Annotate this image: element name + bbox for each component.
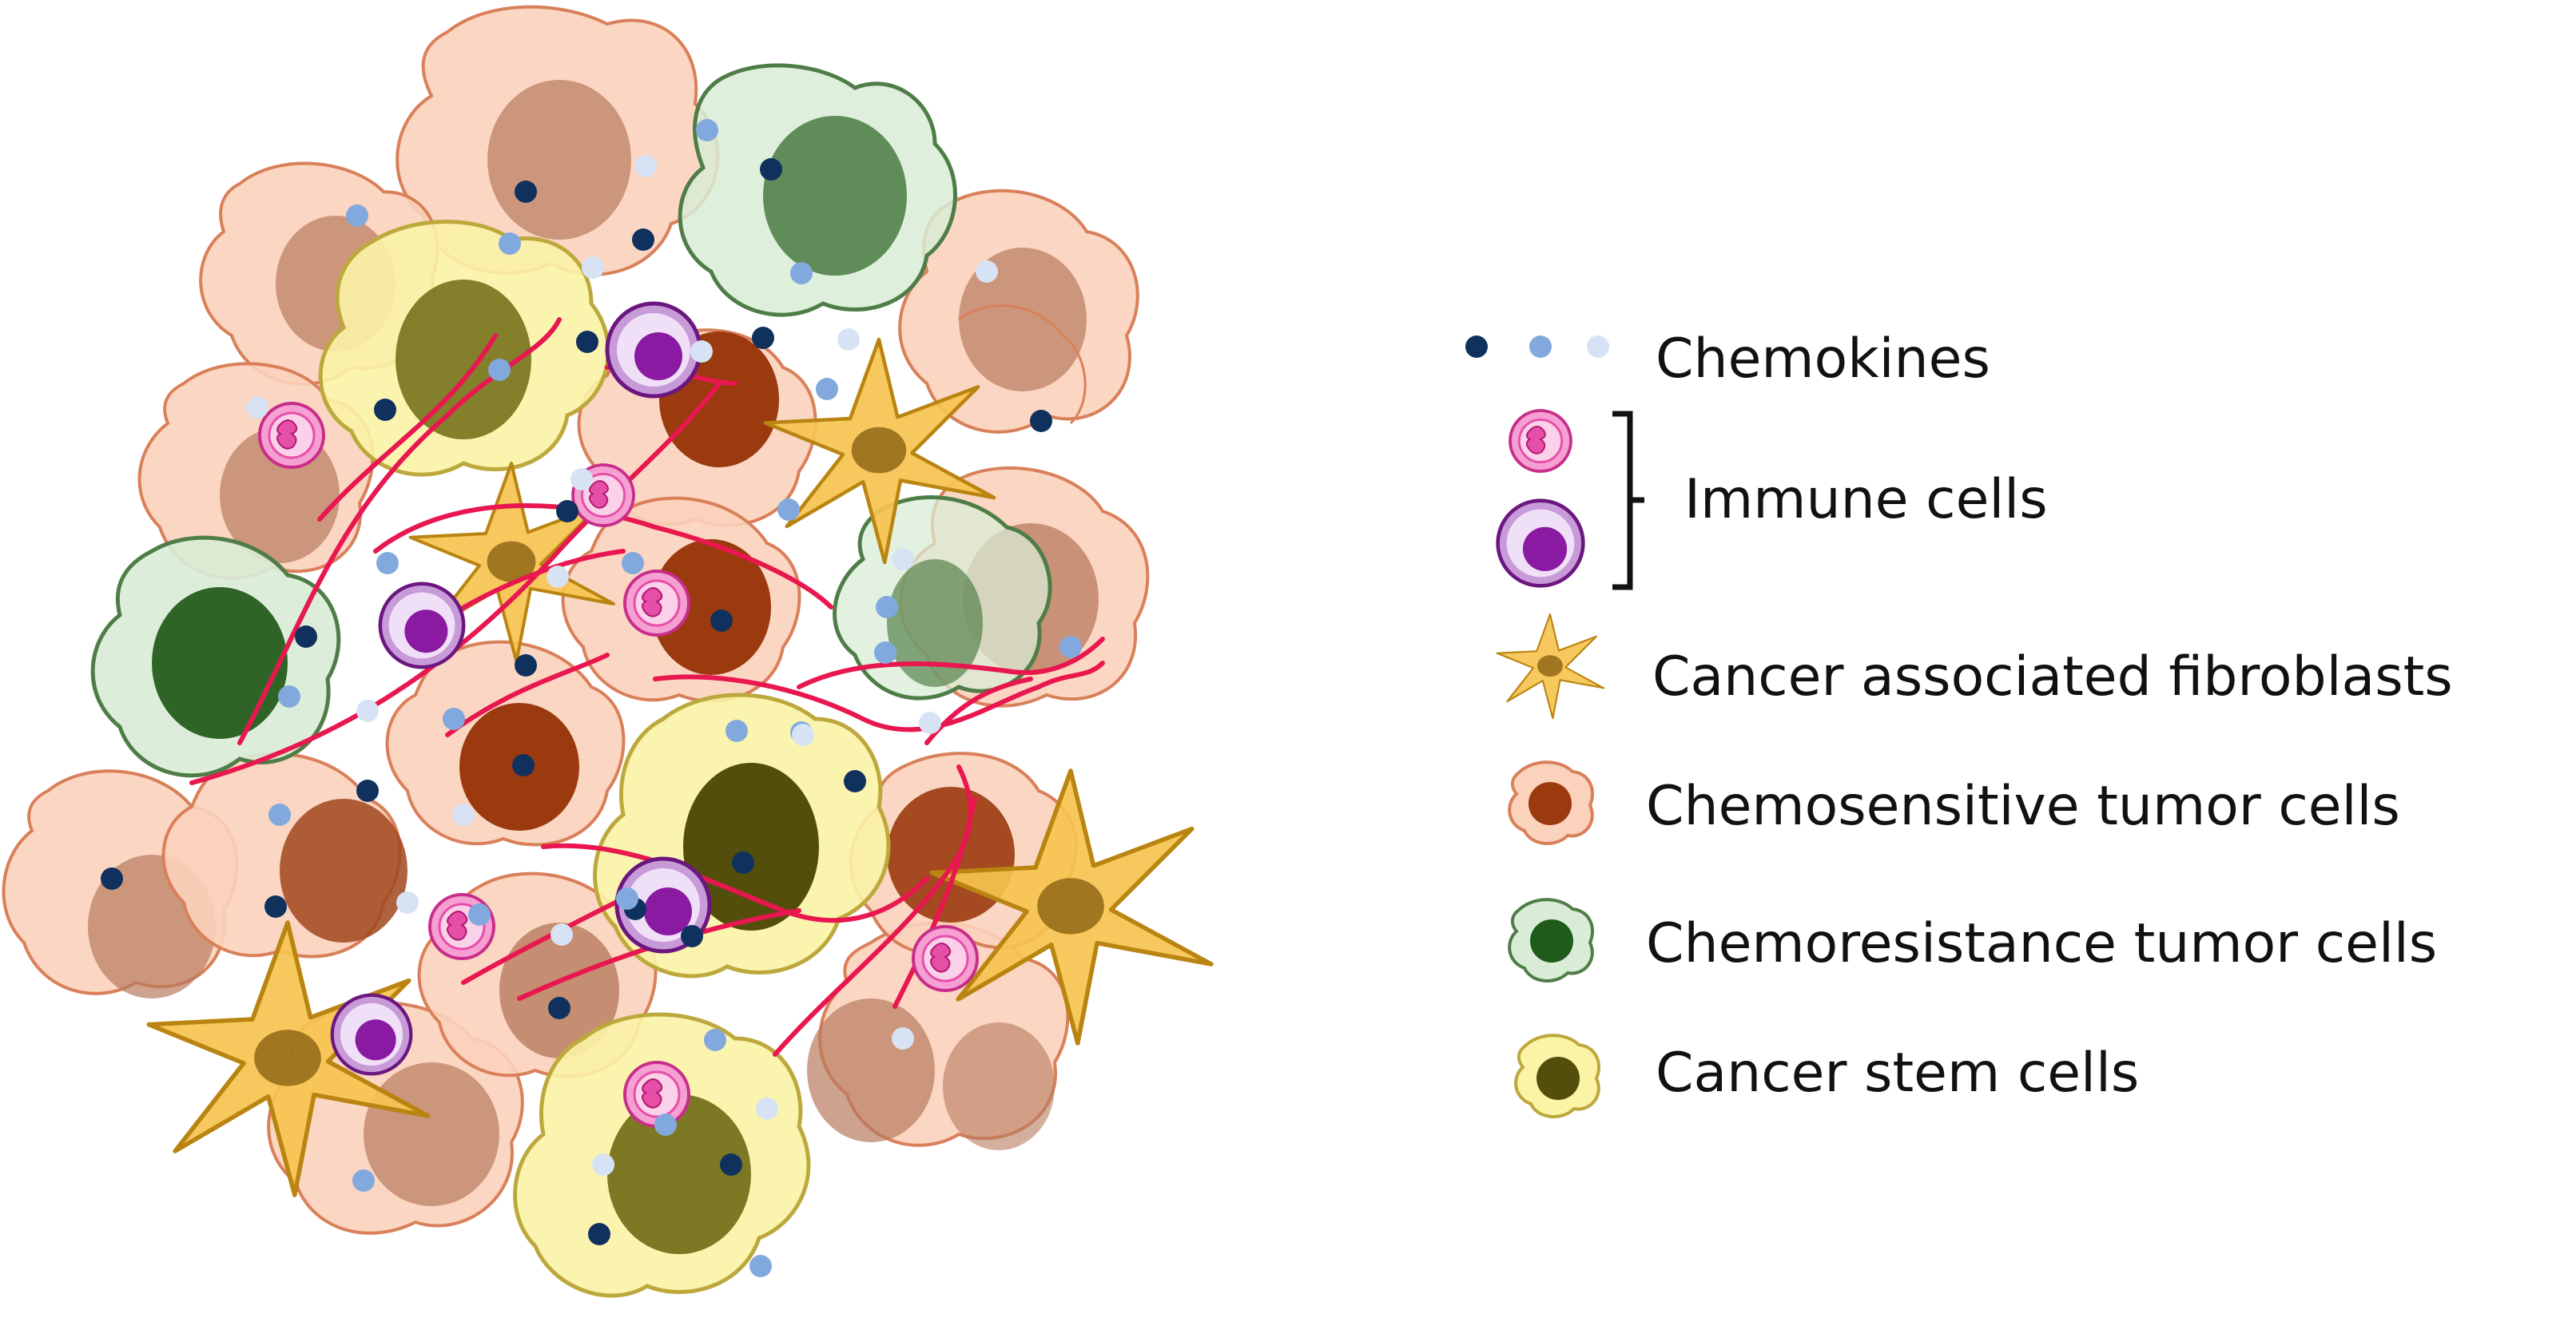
legend-label-chemokines: Chemokines xyxy=(1656,328,1990,391)
legend-label-cafs: Cancer associated fibroblasts xyxy=(1652,645,2453,709)
legend-label-chemosensitive: Chemosensitive tumor cells xyxy=(1646,775,2400,838)
lymphocyte-icon xyxy=(1498,501,1584,586)
legend-label-stem-cells: Cancer stem cells xyxy=(1656,1042,2139,1105)
fibroblast-star-icon xyxy=(1496,613,1605,720)
neutrophil-icon xyxy=(1509,409,1572,473)
tumor-cluster xyxy=(2,5,1211,1298)
legend-row-chemokines: Chemokines xyxy=(1465,328,1990,391)
chemoresistance-cell-icon xyxy=(1508,898,1594,983)
chemokines-cluster xyxy=(101,119,1082,1277)
legend-row-chemosensitive: Chemosensitive tumor cells xyxy=(1508,760,2400,846)
legend-row-stem-cells: Cancer stem cells xyxy=(1514,1034,2139,1119)
legend-row-immune-cells: Immune cells xyxy=(1498,409,2048,590)
chemosensitive-cell-icon xyxy=(1508,760,1594,846)
legend-label-chemoresistance: Chemoresistance tumor cells xyxy=(1646,912,2437,975)
legend-label-immune-cells: Immune cells xyxy=(1684,468,2048,531)
stem-cell-icon xyxy=(1514,1034,1600,1119)
extracellular-fibers xyxy=(189,317,1105,1057)
bracket-icon xyxy=(1612,411,1644,590)
legend-row-chemoresistance: Chemoresistance tumor cells xyxy=(1508,898,2437,983)
legend: Chemokines Immune cells Cancer associate… xyxy=(1465,328,2453,1119)
chemokine-dots-icon xyxy=(1465,335,1609,358)
legend-row-cafs: Cancer associated fibroblasts xyxy=(1496,613,2453,720)
